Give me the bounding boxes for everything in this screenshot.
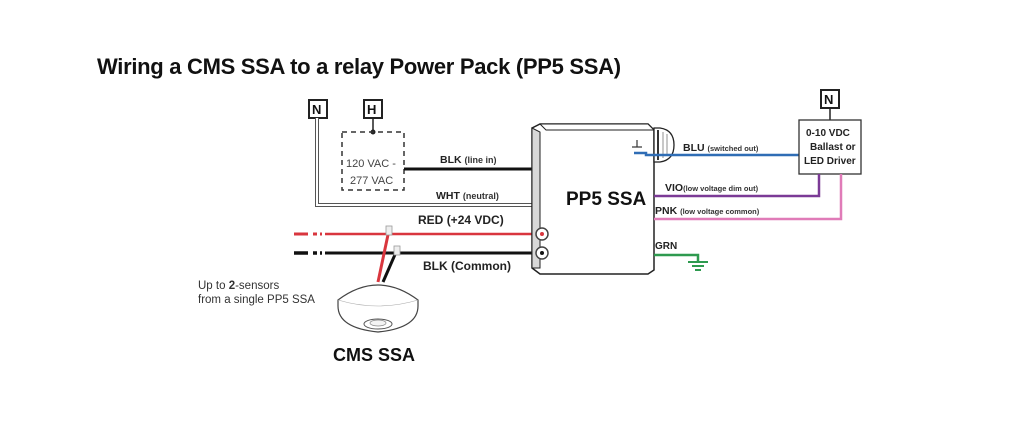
supply-line1: 120 VAC -	[346, 158, 396, 170]
wire-blu	[634, 151, 810, 157]
power-pack-name: PP5 SSA	[566, 189, 647, 210]
wire-blu-label: BLU (switched out)	[683, 142, 759, 154]
cms-ssa-sensor	[337, 284, 419, 333]
wire-blk-line-label: BLK (line in)	[440, 154, 497, 166]
hot-terminal: H	[363, 99, 383, 119]
sensor-note-line2: from a single PP5 SSA	[198, 294, 315, 306]
wire-wht-label: WHT (neutral)	[436, 190, 499, 202]
blk-splice-connector	[393, 245, 401, 256]
red-splice-connector	[385, 225, 393, 236]
neutral-terminal-left: N	[308, 99, 328, 119]
driver-line2: Ballast or	[810, 142, 856, 153]
sensor-name: CMS SSA	[333, 345, 415, 365]
wire-grn	[654, 253, 708, 271]
sensor-leads	[376, 225, 401, 283]
wire-pnk	[654, 174, 843, 221]
wire-wht-neutral	[315, 118, 532, 207]
sensor-note-line1: Up to 2-sensors	[198, 280, 279, 292]
pp5-ssa-power-pack	[531, 123, 675, 275]
wire-red-label: RED (+24 VDC)	[418, 213, 504, 227]
wire-grn-label: GRN	[655, 241, 677, 252]
wire-blk-common-label: BLK (Common)	[423, 259, 511, 273]
svg-text:H: H	[367, 102, 376, 117]
wire-pnk-label: PNK (low voltage common)	[655, 205, 760, 217]
driver-line1: 0-10 VDC	[806, 128, 850, 139]
wire-vio-label: VIO(low voltage dim out)	[665, 182, 759, 194]
svg-text:N: N	[824, 92, 833, 107]
led-driver-box: 0-10 VDC Ballast or LED Driver	[798, 119, 862, 175]
diagram-title: Wiring a CMS SSA to a relay Power Pack (…	[97, 54, 621, 79]
driver-line3: LED Driver	[804, 156, 856, 167]
supply-voltage-box: 120 VAC - 277 VAC	[341, 131, 405, 191]
supply-line2: 277 VAC	[350, 175, 393, 187]
wire-vio	[654, 174, 821, 198]
svg-text:N: N	[312, 102, 321, 117]
neutral-terminal-right: N	[820, 89, 840, 109]
